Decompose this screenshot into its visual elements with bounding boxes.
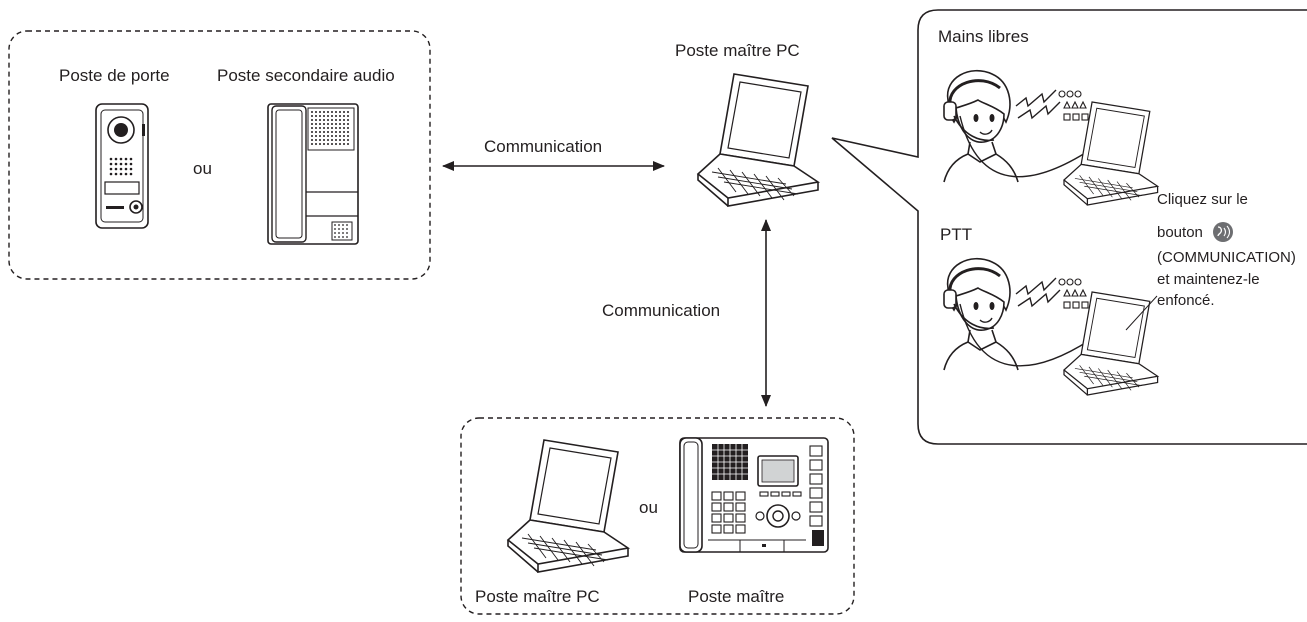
bottom-pc-master-station-label: Poste maître PC	[475, 587, 600, 606]
door-station-label: Poste de porte	[59, 66, 170, 85]
door-station-device	[95, 103, 149, 229]
communication-label-vertical: Communication	[602, 301, 720, 320]
instruction-line-1: Cliquez sur le	[1157, 191, 1248, 208]
audio-substation-device	[267, 103, 359, 245]
pc-master-station-laptop	[697, 73, 819, 207]
master-stations-group-frame	[460, 417, 855, 615]
talk-button-icon	[1213, 222, 1233, 242]
master-station-device	[679, 437, 829, 553]
communication-label-horizontal: Communication	[484, 137, 602, 156]
instruction-line-5: enfoncé.	[1157, 292, 1215, 309]
hands-free-label: Mains libres	[938, 27, 1029, 46]
instruction-line-2: bouton	[1157, 224, 1203, 241]
instruction-line-4: et maintenez-le	[1157, 271, 1260, 288]
pc-master-station-label-top: Poste maître PC	[675, 41, 800, 60]
instruction-line-3: (COMMUNICATION)	[1157, 249, 1296, 266]
ptt-headset-cable	[959, 303, 1091, 367]
ptt-leader-line	[1125, 295, 1158, 331]
audio-substation-label: Poste secondaire audio	[217, 66, 395, 85]
or-label-bottom: ou	[639, 498, 658, 517]
or-label-top: ou	[193, 159, 212, 178]
bottom-pc-master-station-laptop	[507, 439, 629, 573]
ptt-label: PTT	[940, 225, 972, 244]
hands-free-headset-cable	[959, 115, 1091, 178]
master-station-label: Poste maître	[688, 587, 784, 606]
door-and-audio-group-frame	[8, 30, 431, 280]
